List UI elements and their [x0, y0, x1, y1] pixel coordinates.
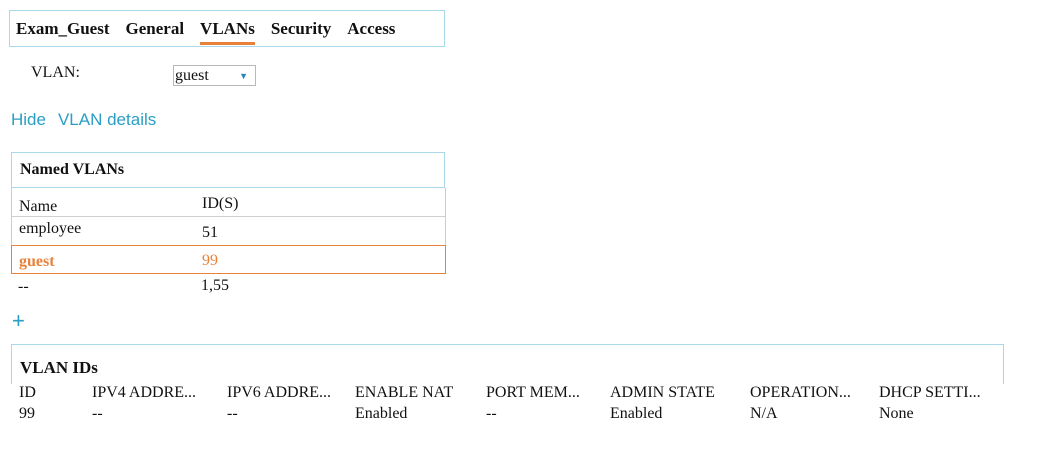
- vlan-ids-cell: 51: [202, 224, 218, 241]
- column-header-ipv6[interactable]: IPV6 ADDRE...: [227, 384, 332, 401]
- tab-general[interactable]: General: [125, 18, 185, 38]
- vlan-name-cell: employee: [19, 220, 82, 237]
- add-vlan-button[interactable]: +: [12, 308, 25, 333]
- tab-vlans[interactable]: VLANs: [200, 18, 255, 45]
- hide-link[interactable]: Hide: [11, 110, 46, 129]
- column-header-port-members[interactable]: PORT MEM...: [486, 384, 580, 401]
- detail-links: Hide VLAN details: [11, 110, 156, 130]
- cell-ipv6: --: [227, 405, 238, 422]
- column-header-id[interactable]: ID: [19, 384, 36, 401]
- vlan-name-cell: guest: [19, 253, 55, 270]
- table-row[interactable]: -- 1,55: [11, 274, 446, 300]
- cell-id: 99: [19, 405, 35, 422]
- cell-dhcp: None: [879, 405, 914, 422]
- tab-access[interactable]: Access: [347, 18, 396, 38]
- tab-bar: Exam_Guest General VLANs Security Access: [9, 10, 445, 47]
- vlan-ids-title: VLAN IDs: [11, 344, 1004, 384]
- vlan-dropdown-value: guest: [175, 67, 209, 84]
- named-vlans-header-row: Name ID(S): [11, 188, 446, 217]
- column-header-enable-nat[interactable]: ENABLE NAT: [355, 384, 454, 401]
- cell-ipv4: --: [92, 405, 103, 422]
- column-header-ids: ID(S): [202, 195, 239, 212]
- column-header-name: Name: [19, 198, 58, 215]
- vlan-details-link[interactable]: VLAN details: [57, 110, 157, 129]
- tab-security[interactable]: Security: [270, 18, 332, 38]
- column-header-admin-state[interactable]: ADMIN STATE: [610, 384, 715, 401]
- vlan-label: VLAN:: [31, 64, 80, 81]
- cell-port-members: --: [486, 405, 497, 422]
- column-header-ipv4[interactable]: IPV4 ADDRE...: [92, 384, 197, 401]
- table-row[interactable]: 99 -- -- Enabled -- Enabled N/A None: [0, 405, 1044, 425]
- column-header-dhcp[interactable]: DHCP SETTI...: [879, 384, 981, 401]
- named-vlans-title: Named VLANs: [11, 152, 445, 188]
- tab-exam-guest[interactable]: Exam_Guest: [16, 18, 110, 38]
- vlan-dropdown[interactable]: guest ▼: [173, 65, 256, 86]
- table-row[interactable]: employee 51: [11, 217, 446, 245]
- cell-operation: N/A: [750, 405, 778, 422]
- vlan-ids-cell: 99: [202, 252, 218, 269]
- vlan-name-cell: --: [18, 278, 29, 295]
- vlan-ids-cell: 1,55: [201, 277, 229, 294]
- chevron-down-icon: ▼: [239, 71, 248, 81]
- cell-admin-state: Enabled: [610, 405, 663, 422]
- vlan-ids-header-row: ID IPV4 ADDRE... IPV6 ADDRE... ENABLE NA…: [0, 384, 1044, 404]
- column-header-operation[interactable]: OPERATION...: [750, 384, 851, 401]
- cell-enable-nat: Enabled: [355, 405, 408, 422]
- table-row-selected[interactable]: guest 99: [11, 245, 446, 274]
